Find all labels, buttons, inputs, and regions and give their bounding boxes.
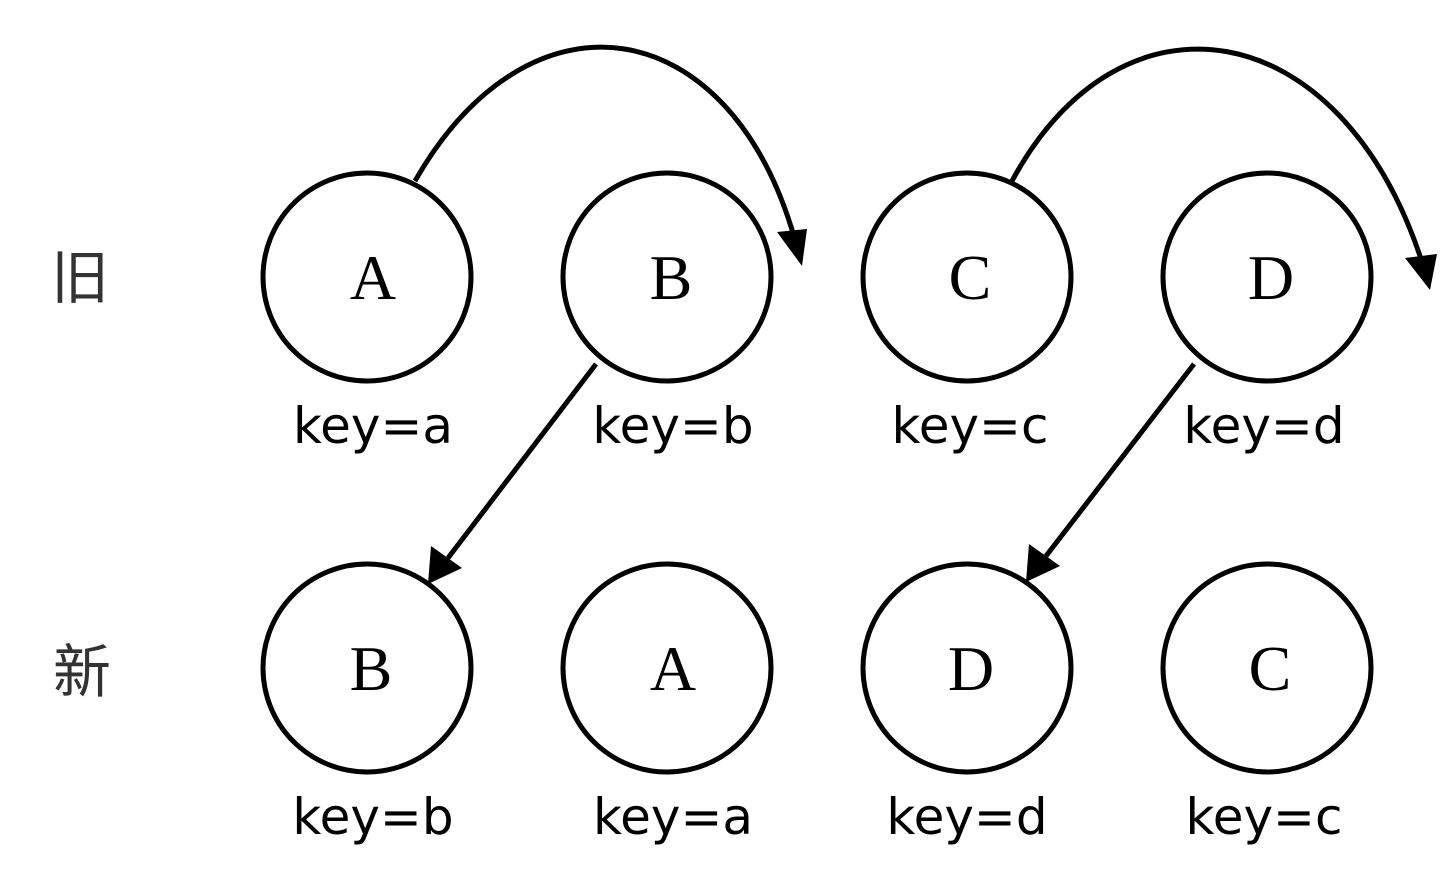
node-key-label: key=d [886, 788, 1047, 846]
node-circle [260, 561, 474, 775]
arrow-b-match-head [428, 546, 462, 584]
node-letter: C [949, 242, 992, 313]
old-row-label: 旧 [51, 244, 109, 312]
node-key-label: key=a [593, 788, 753, 846]
node-key-label: key=b [292, 788, 453, 846]
node-letter: B [350, 633, 393, 704]
node-circle [260, 170, 474, 384]
node-circle [1160, 561, 1374, 775]
new-row-label: 新 [53, 638, 111, 706]
node-letter: A [350, 242, 396, 313]
node-letter: C [1249, 633, 1292, 704]
node-letter: B [650, 242, 693, 313]
new-node-c: C key=c [1160, 561, 1374, 846]
old-node-a: A key=a [260, 170, 474, 455]
move-arrows [412, 44, 1437, 584]
node-circle [860, 561, 1074, 775]
old-node-d: D key=d [1160, 170, 1374, 455]
arrow-d-match [1044, 362, 1196, 558]
node-key-label: key=c [1186, 788, 1343, 846]
node-circle [1160, 170, 1374, 384]
old-node-c: C key=c [860, 170, 1074, 455]
arrow-c-move [1009, 46, 1425, 263]
node-key-label: key=b [592, 397, 753, 455]
node-circle [860, 170, 1074, 384]
node-circle [560, 561, 774, 775]
node-letter: D [948, 633, 994, 704]
new-row: B key=b A key=a D key=d C key=c [260, 561, 1374, 846]
node-letter: D [1248, 242, 1294, 313]
new-node-b: B key=b [260, 561, 474, 846]
arrow-d-match-head [1026, 544, 1060, 582]
arrow-a-move [412, 44, 798, 241]
arrow-c-move-head [1405, 254, 1437, 290]
node-letter: A [650, 633, 696, 704]
old-node-b: B key=b [560, 170, 774, 455]
node-key-label: key=c [892, 397, 1049, 455]
node-key-label: key=d [1183, 397, 1344, 455]
node-key-label: key=a [293, 397, 453, 455]
new-node-a: A key=a [560, 561, 774, 846]
new-node-d: D key=d [860, 561, 1074, 846]
node-circle [560, 170, 774, 384]
arrow-b-match [446, 362, 598, 560]
old-row: A key=a B key=b C key=c D key=d [260, 170, 1374, 455]
arrow-a-move-head [777, 229, 807, 266]
